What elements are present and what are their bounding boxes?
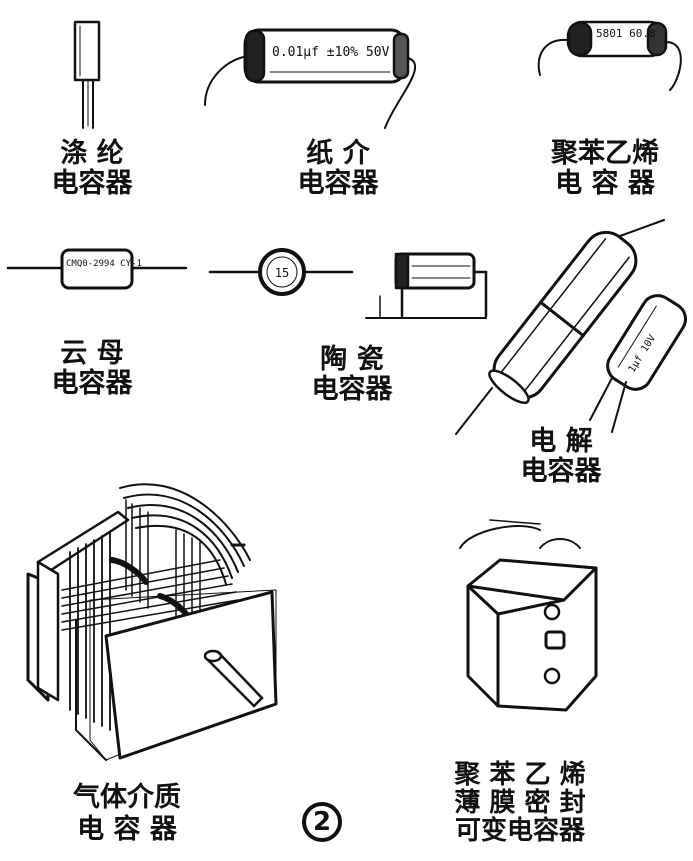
ceramic-capacitor-label-line1: 陶 瓷 xyxy=(320,344,384,375)
figure-number-badge: 2 xyxy=(302,802,342,842)
air-capacitor-label-line1: 气体介质 xyxy=(73,782,181,813)
mica-capacitor-marking: CMQ0-2994 CY-1 xyxy=(66,259,142,269)
film-variable-capacitor-label-line2: 薄 膜 密 封 xyxy=(454,788,586,818)
ceramic-capacitor-drawing: 15 xyxy=(208,248,354,296)
polystyrene-capacitor-marking: 5801 60.8 xyxy=(596,27,656,40)
film-variable-capacitor-label-line1: 聚 苯 乙 烯 xyxy=(454,760,586,790)
mica-capacitor-drawing: CMQ0-2994 CY-1 xyxy=(6,248,188,290)
film-variable-capacitor-label-line3: 可变电容器 xyxy=(454,816,585,846)
paper-capacitor-marking: 0.01μf ±10% 50V xyxy=(272,45,390,60)
paper-capacitor-label-line1: 纸 介 xyxy=(306,138,370,169)
mica-capacitor-label-line2: 电容器 xyxy=(51,368,133,399)
paper-capacitor-label-line2: 电容器 xyxy=(297,168,379,199)
paper-capacitor-drawing: 0.01μf ±10% 50V xyxy=(204,28,416,129)
glaze-capacitor-label-line2: 电容器 xyxy=(51,168,133,199)
air-variable-capacitor-drawing xyxy=(26,483,278,761)
ceramic-capacitor-label-line2: 电容器 xyxy=(311,374,393,405)
ceramic-capacitor-marking: 15 xyxy=(275,266,289,280)
glaze-capacitor-label-line1: 涤 纶 xyxy=(60,138,124,169)
air-capacitor-label-line2: 电 容 器 xyxy=(77,814,177,845)
mica-capacitor-label-line1: 云 母 xyxy=(60,338,124,369)
polystyrene-capacitor-label-line2: 电 容 器 xyxy=(555,168,655,199)
electrolytic-capacitor-label-line2: 电容器 xyxy=(520,456,602,487)
polystyrene-capacitor-drawing: 5801 60.8 xyxy=(537,20,682,91)
glaze-capacitor-drawing xyxy=(73,20,101,129)
tubular-mounted-capacitor-drawing xyxy=(365,252,488,319)
electrolytic-capacitor-label-line1: 电 解 xyxy=(529,426,593,457)
film-variable-capacitor-drawing xyxy=(459,519,598,712)
polystyrene-capacitor-label-line1: 聚苯乙烯 xyxy=(551,138,659,169)
electrolytic-capacitor-drawing: 1μf 10V xyxy=(455,219,687,435)
